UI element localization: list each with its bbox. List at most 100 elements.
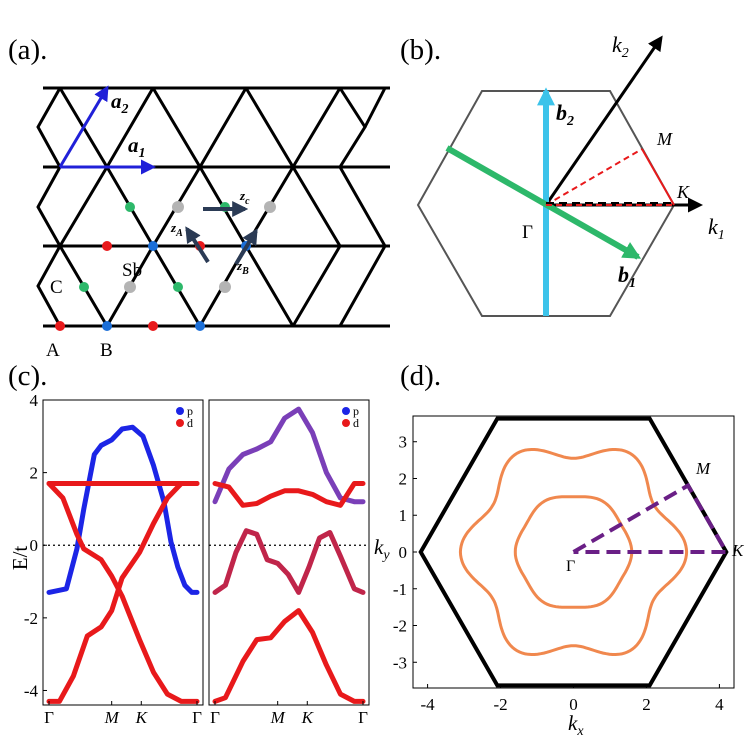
vector-a2-label: a2 — [111, 89, 129, 117]
zb-arrow — [234, 228, 258, 266]
band-left-curves — [43, 424, 203, 704]
zb-label: zB — [236, 258, 249, 277]
site-sb-label: Sb — [122, 260, 142, 281]
band-series-line — [46, 481, 200, 704]
x-tick-label: 0 — [569, 695, 578, 714]
fermi-xlabel: kx — [568, 711, 584, 739]
y-tick-label: -2 — [393, 617, 407, 636]
y-tick-label: -4 — [24, 681, 39, 700]
x-tick-label: K — [135, 708, 149, 727]
band-left-frame — [42, 399, 204, 706]
band-ylabel: E/t — [8, 546, 32, 571]
x-tick-label: Γ — [210, 708, 220, 727]
panel-label-a: (a). — [8, 34, 48, 66]
vector-a1-label: a1 — [128, 133, 146, 161]
legend-p-label: p — [187, 404, 193, 418]
y-tick-label: 2 — [30, 464, 39, 483]
inner-fermi-contour — [513, 495, 634, 609]
y-tick-label: 0 — [30, 536, 39, 555]
band-series-line — [46, 481, 200, 704]
site-c — [79, 282, 89, 292]
site-b — [148, 241, 158, 251]
y-tick-label: 2 — [399, 469, 408, 488]
high-symmetry-path — [572, 482, 730, 554]
band-left-legend: p d — [176, 404, 193, 430]
panel-label-b: (b). — [400, 34, 442, 66]
site-c-label: C — [50, 277, 63, 298]
site-b — [102, 321, 112, 331]
band-series-line — [212, 481, 366, 508]
x-tick-label: M — [270, 708, 286, 727]
site-a — [102, 241, 112, 251]
y-tick-label: 1 — [399, 506, 408, 525]
x-tick-label: Γ — [192, 708, 202, 727]
m-label: M — [656, 129, 673, 149]
site-c — [173, 282, 183, 292]
band-right-legend: p d — [342, 404, 359, 430]
za-label: zA — [170, 220, 183, 239]
lattice-lines — [36, 86, 390, 328]
site-a — [148, 321, 158, 331]
sb-atom — [219, 281, 231, 293]
vector-a2-arrow — [58, 85, 109, 168]
band-series-line — [212, 608, 366, 704]
x-tick-label: 2 — [642, 695, 651, 714]
k1-label: k1 — [708, 214, 725, 243]
sb-atom — [264, 201, 276, 213]
b1-vector — [445, 145, 642, 260]
x-tick-label: -4 — [421, 695, 436, 714]
m-k-edge — [641, 148, 675, 206]
k-label: K — [676, 182, 690, 202]
b2-label: b2 — [556, 100, 574, 129]
za-arrow — [185, 226, 210, 264]
fermi-ticks: -4 -2 0 2 4 -3 -2 -1 0 1 2 3 — [393, 433, 724, 714]
fermi-ylabel: ky — [374, 535, 390, 563]
legend-p-label: p — [353, 404, 359, 418]
legend-d-label: d — [187, 416, 193, 430]
site-a — [55, 321, 65, 331]
band-series-line — [46, 424, 200, 595]
sb-atom — [172, 201, 184, 213]
panel-label-c: (c). — [8, 360, 48, 392]
y-tick-label: 3 — [399, 433, 408, 452]
y-tick-label: 0 — [399, 543, 408, 562]
gamma-label: Γ — [522, 222, 533, 243]
x-tick-label: M — [104, 708, 120, 727]
legend-d-label: d — [353, 416, 359, 430]
k2-axis — [544, 35, 663, 206]
site-b-label: B — [100, 340, 113, 361]
y-tick-label: 4 — [30, 391, 39, 410]
brillouin-zone-hexagon — [416, 90, 676, 317]
sb-atom — [124, 281, 136, 293]
sb-atoms — [124, 201, 276, 293]
zc-label: zc — [239, 188, 250, 207]
x-tick-label: 4 — [715, 695, 724, 714]
site-a-label: A — [46, 340, 60, 361]
y-tick-label: -3 — [393, 653, 407, 672]
x-tick-label: -2 — [493, 695, 507, 714]
fermi-gamma-label: Γ — [566, 558, 575, 575]
x-tick-label: Γ — [44, 708, 54, 727]
x-tick-label: K — [301, 708, 315, 727]
outer-fermi-contour — [458, 448, 689, 656]
high-symmetry-path — [545, 148, 674, 206]
site-b — [195, 321, 205, 331]
band-series-line — [212, 528, 366, 595]
fermi-k-label: K — [731, 541, 745, 560]
fermi-content — [418, 416, 730, 688]
bz-hexagon — [418, 416, 729, 688]
b1-label: b1 — [618, 262, 636, 291]
y-tick-label: -2 — [24, 609, 38, 628]
band-right-frame — [208, 399, 370, 706]
fermi-m-label: M — [695, 459, 711, 478]
k2-label: k2 — [612, 32, 629, 61]
x-tick-label: Γ — [358, 708, 368, 727]
band-right-curves — [209, 406, 369, 704]
panel-label-d: (d). — [400, 360, 442, 392]
y-tick-label: -1 — [393, 580, 407, 599]
